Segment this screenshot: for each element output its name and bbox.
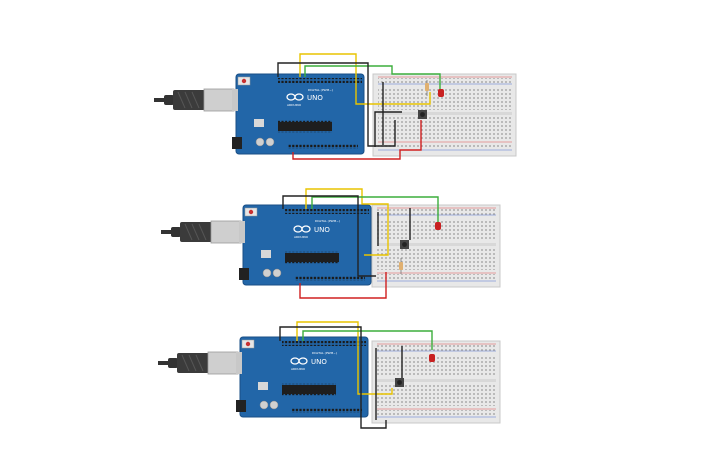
resistor-icon bbox=[425, 80, 429, 96]
arduino-uno-board[interactable]: DIGITAL (PWM~) UNO ARDUINO bbox=[232, 73, 365, 155]
wires bbox=[282, 188, 439, 299]
brand-label: ARDUINO bbox=[291, 367, 306, 371]
led-icon bbox=[438, 89, 444, 97]
breadboard-icon[interactable] bbox=[371, 204, 501, 288]
circuit-1: DIGITAL (PWM~) UNO ARDUINO bbox=[154, 53, 517, 160]
board-model-label: UNO bbox=[314, 226, 330, 234]
pushbutton-icon[interactable] bbox=[400, 240, 409, 249]
circuit-2: DIGITAL (PWM~) UNO ARDUINO bbox=[161, 188, 501, 299]
wires bbox=[277, 53, 441, 160]
brand-label: ARDUINO bbox=[287, 103, 302, 107]
arduino-uno-board[interactable]: DIGITAL (PWM~) UNO ARDUINO bbox=[236, 336, 369, 418]
breadboard-icon[interactable] bbox=[371, 340, 501, 424]
board-model-label: UNO bbox=[307, 94, 323, 102]
breadboard-icon[interactable] bbox=[372, 73, 517, 157]
arduino-logo-icon bbox=[286, 93, 304, 101]
wires bbox=[279, 321, 433, 429]
arduino-uno-board[interactable]: DIGITAL (PWM~) UNO ARDUINO bbox=[239, 204, 372, 286]
digital-header-label: DIGITAL (PWM~) bbox=[308, 88, 333, 92]
pushbutton-icon[interactable] bbox=[418, 110, 427, 119]
digital-header-label: DIGITAL (PWM~) bbox=[312, 351, 337, 355]
circuit-3: DIGITAL (PWM~) UNO ARDUINO bbox=[158, 321, 501, 429]
arduino-logo-icon bbox=[290, 357, 308, 365]
digital-header-label: DIGITAL (PWM~) bbox=[315, 219, 340, 223]
pushbutton-icon[interactable] bbox=[395, 378, 404, 387]
led-icon bbox=[435, 222, 441, 230]
usb-cable-icon[interactable] bbox=[158, 351, 239, 375]
board-model-label: UNO bbox=[311, 358, 327, 366]
arduino-logo-icon bbox=[293, 225, 311, 233]
usb-cable-icon[interactable] bbox=[161, 220, 242, 244]
usb-cable-icon[interactable] bbox=[154, 88, 235, 112]
led-icon bbox=[429, 354, 435, 362]
resistor-icon bbox=[399, 258, 403, 274]
brand-label: ARDUINO bbox=[294, 235, 309, 239]
